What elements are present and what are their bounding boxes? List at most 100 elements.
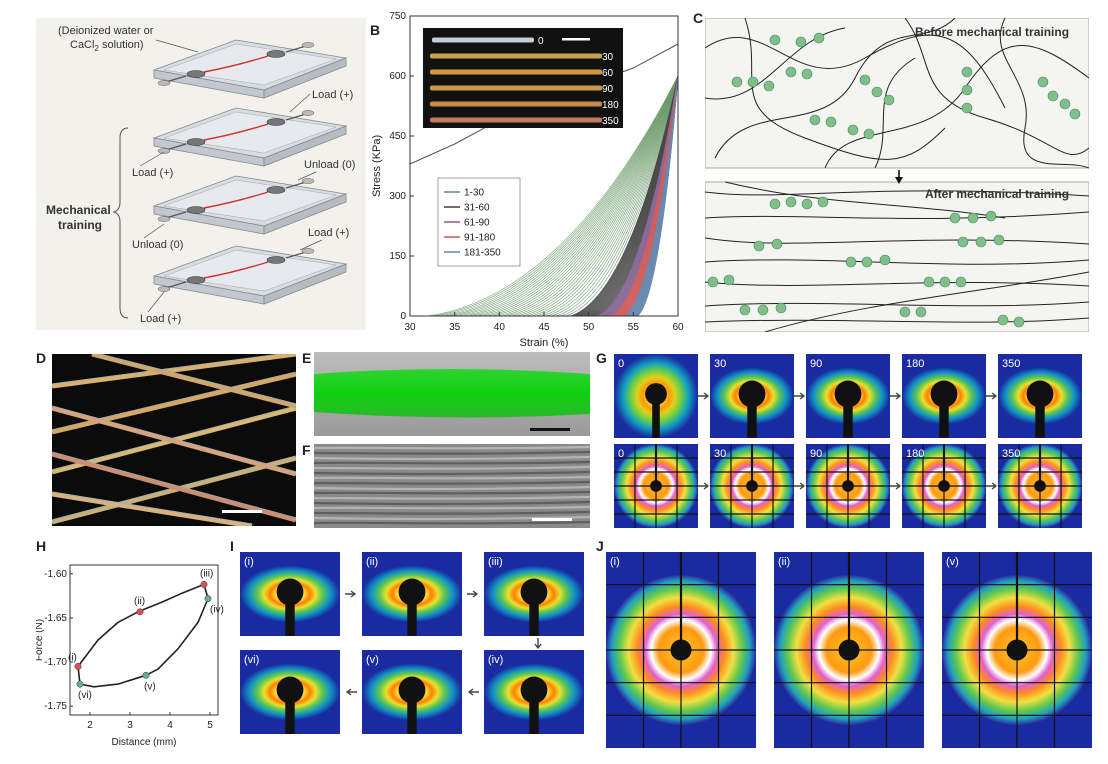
sequence-arrow-icon [890,392,902,400]
panel-c-bead [961,66,973,78]
panel-a-load-label-1: Load (+) [312,89,353,101]
panel-a-fiber-2 [203,123,269,141]
panel-b-curve [467,75,679,317]
pattern-label: (ii) [366,556,378,568]
panel-b-curve [541,75,679,317]
panel-f-fibril [314,460,590,465]
beamstop [276,578,304,606]
scattering-pattern: (vi) [240,650,340,734]
panel-a-top-label-line1: (Deionized water or [58,25,154,37]
scattering-pattern: 90 [806,444,890,528]
panel-b-xtick-label: 50 [583,322,595,333]
panel-h-xtick-label: 4 [167,720,173,731]
panel-c-bead [899,306,911,318]
panel-h-point [204,595,212,602]
sequence-arrow-icon [890,482,902,490]
panel-b-curve [482,75,679,317]
beamstop [650,480,662,492]
panel-c-bead [863,128,875,140]
panel-b-inset-label: 0 [538,36,544,47]
scattering-pattern: (iii) [484,552,584,636]
panel-f-fibril [314,445,590,450]
pattern-label: (vi) [244,654,259,666]
panel-b-xtick-label: 60 [672,322,684,333]
panel-b-legend-label: 91-180 [464,233,496,244]
panel-d-fiber [52,354,296,389]
pattern-label: (iv) [488,654,503,666]
panel-b-curve [555,75,679,317]
panel-d-fiber [91,354,296,409]
panel-c-bead [967,212,979,224]
panel-a-fiber-3 [203,191,269,209]
panel-f-fibril [314,485,590,491]
panel-c-chain [874,57,916,169]
panel-a-brace [112,127,129,319]
panel-c-bead [859,74,871,86]
panel-b-inset [423,28,623,128]
beamstop [645,383,667,405]
panel-c-bead [769,198,781,210]
sequence-arrow-icon [467,590,479,598]
panel-c-bead [949,212,961,224]
panel-label-j: J [596,538,604,554]
panel-c-chain [705,34,1006,109]
panel-c-chain [714,18,956,159]
panel-b-curve [526,75,679,317]
panel-e-fiber [314,369,590,418]
panel-b-ytick-label: 450 [389,131,406,142]
pattern-label: 0 [618,358,624,370]
panel-c-bead [775,302,787,314]
panel-c-bead [739,304,751,316]
panel-c-bead [785,196,797,208]
panel-c-bead [817,196,829,208]
panel-h-xtick-label: 5 [207,720,213,731]
panel-c-bead [707,276,719,288]
panel-c-chain [764,271,1089,332]
panel-f-image [314,444,590,528]
panel-b-curve [551,75,679,317]
beamstop [1006,639,1028,661]
panel-b-inset-fiber [430,117,602,123]
panel-c-bead [993,234,1005,246]
panel-h-point-label: (i) [68,652,77,663]
panel-c-chain [904,18,1089,156]
panel-label-b: B [370,22,381,38]
panel-h-point-label: (ii) [134,596,145,607]
scattering-pattern: 0 [614,354,698,438]
panel-f-fibril [314,450,590,455]
panel-b-legend-label: 61-90 [464,218,490,229]
panel-b-inset-label: 350 [602,116,619,127]
panel-b-curve [501,75,679,317]
panel-j-patterns: (i)(ii)(v) [606,552,1094,750]
panel-b-curve [521,75,679,317]
beamstop [670,639,692,661]
pattern-label: 180 [906,358,924,370]
scattering-pattern: (v) [362,650,462,734]
panel-c-bead [825,116,837,128]
panel-f-fibril [314,470,590,476]
panel-c-bead [809,114,821,126]
panel-b-curve [472,75,679,317]
panel-a-fiber-1 [203,55,269,73]
panel-f-fibril [314,500,590,506]
panel-b-inset-fiber [430,85,602,91]
pattern-label: 350 [1002,448,1020,460]
scattering-pattern: 30 [710,354,794,438]
panel-b-curve [477,75,679,317]
panel-a-fiber-4 [203,261,269,279]
panel-label-c: C [693,10,704,26]
panel-c-before-label: Before mechanical training [915,25,1069,39]
panel-c-bead [747,76,759,88]
panel-b-curve [637,75,679,317]
sequence-arrow-icon [794,482,806,490]
panel-c-bead [883,94,895,106]
panel-c-chain [724,181,1006,219]
scattering-pattern: 90 [806,354,890,438]
panel-b-curve [486,75,679,317]
panel-b-ytick-label: 750 [389,11,406,22]
panel-b-legend-label: 1-30 [464,188,484,199]
pattern-label: 90 [810,358,822,370]
pattern-label: (iii) [488,556,503,568]
scattering-pattern: (ii) [774,552,924,748]
panel-a-svg: (Deionized water or CaCl2 solution) Load… [46,25,355,325]
